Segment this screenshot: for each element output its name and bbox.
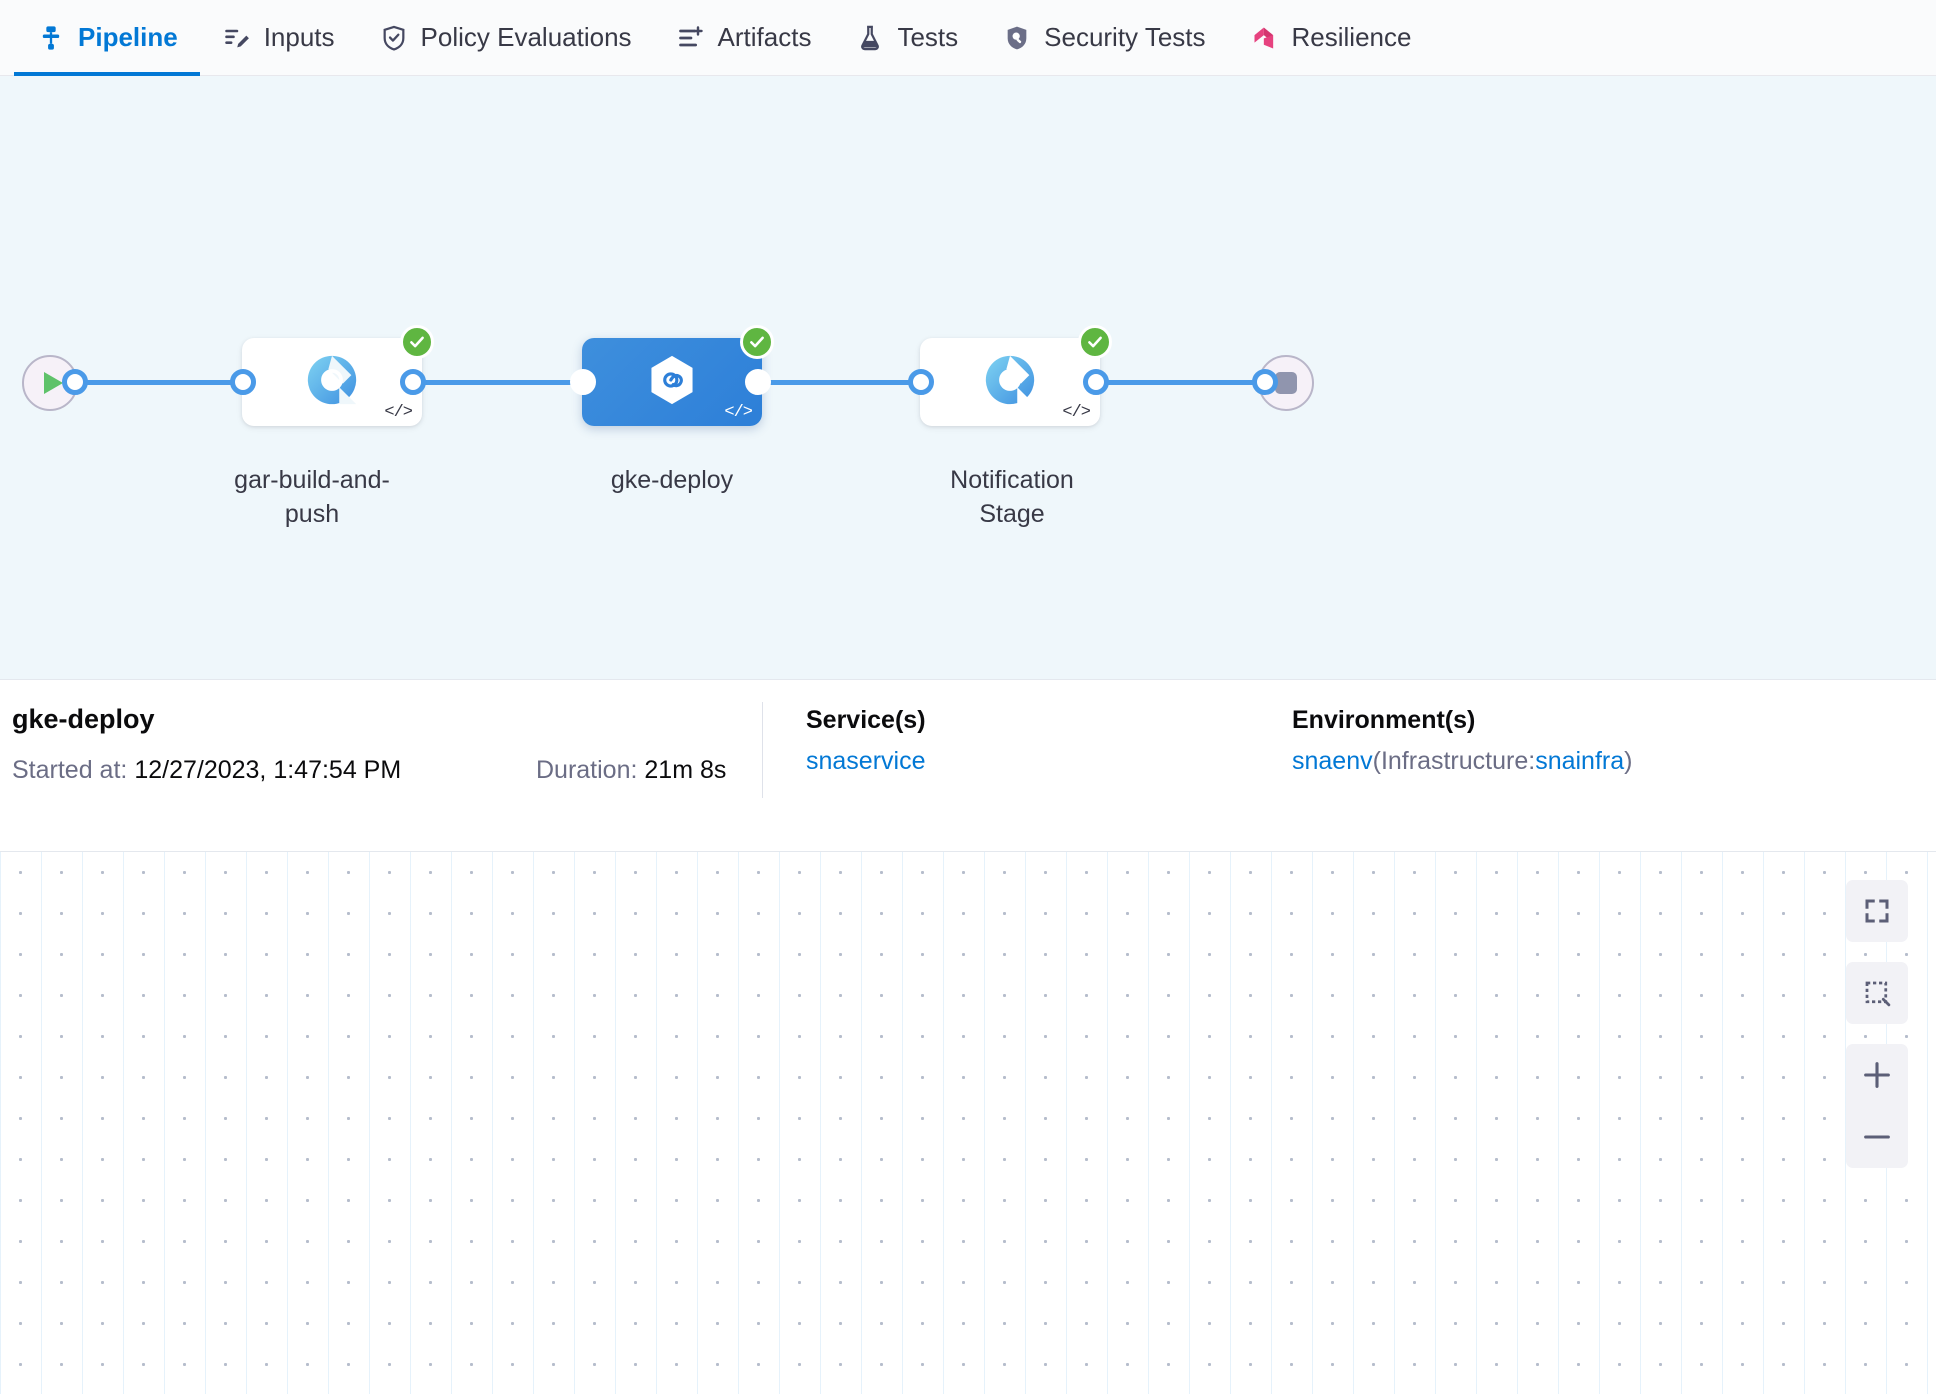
connector-start-to-stage1	[70, 380, 250, 385]
stage-port-in	[230, 369, 256, 395]
duration-value: 21m 8s	[644, 756, 727, 784]
started-at-value: 12/27/2023, 1:47:54 PM	[134, 756, 402, 784]
infrastructure-link-snainfra[interactable]: snainfra	[1535, 747, 1625, 775]
tab-label: Tests	[897, 22, 959, 52]
stage-node-gke-deploy[interactable]: </>	[582, 338, 762, 426]
inputs-icon	[222, 23, 252, 53]
tab-tests[interactable]: Tests	[833, 0, 980, 75]
ci-build-icon	[303, 351, 361, 414]
started-at-row: Started at: 12/27/2023, 1:47:54 PM	[12, 756, 401, 785]
tab-label: Artifacts	[717, 22, 812, 52]
tab-label: Resilience	[1291, 22, 1412, 52]
environments-heading: Environment(s)	[1292, 706, 1476, 734]
pipeline-stage-graph[interactable]: </> gar-build-and-push </> gke-deploy	[0, 76, 1936, 680]
services-heading: Service(s)	[806, 706, 926, 734]
tab-label: Policy Evaluations	[420, 22, 632, 52]
stage-label-gar-build-and-push: gar-build-and-push	[234, 466, 390, 528]
connector-stage1-to-stage2	[410, 380, 590, 385]
security-shield-icon	[1002, 23, 1032, 53]
stage-info-bar: gke-deploy Started at: 12/27/2023, 1:47:…	[0, 680, 1936, 852]
service-link-snaservice[interactable]: snaservice	[806, 747, 926, 775]
tab-policy-evaluations[interactable]: Policy Evaluations	[357, 0, 654, 75]
artifacts-icon	[676, 23, 706, 53]
status-badge	[400, 325, 434, 359]
stage-port-out	[400, 369, 426, 395]
started-at-label: Started at:	[12, 756, 128, 784]
stage-label-notification-stage: Notification Stage	[950, 466, 1074, 528]
fit-to-screen-button[interactable]	[1846, 880, 1908, 942]
stage-port-out	[1083, 369, 1109, 395]
ci-build-icon	[981, 351, 1039, 414]
stage-execution-graph[interactable]: </> Service </> Infrastructure Resource …	[0, 852, 1936, 1394]
environments-column: Environment(s) snaenv(Infrastructure:sna…	[1292, 706, 1632, 776]
stop-icon	[1275, 372, 1297, 394]
connector-stage3-to-end	[1095, 380, 1275, 385]
services-column: Service(s) snaservice	[806, 706, 926, 776]
resilience-icon	[1250, 23, 1280, 53]
stage-port-in	[908, 369, 934, 395]
zoom-in-button[interactable]	[1846, 1044, 1908, 1106]
status-badge	[1078, 325, 1112, 359]
tab-label: Inputs	[263, 22, 335, 52]
tab-label: Security Tests	[1044, 22, 1206, 52]
flask-icon	[855, 23, 885, 53]
pipeline-icon	[36, 23, 66, 53]
stage-port-out	[745, 369, 771, 395]
tab-artifacts[interactable]: Artifacts	[654, 0, 834, 75]
yaml-code-icon[interactable]: </>	[384, 403, 413, 422]
play-icon	[43, 372, 63, 394]
connector-stage2-to-stage3	[755, 380, 920, 385]
stage-title: gke-deploy	[12, 704, 155, 734]
zoom-out-button[interactable]	[1846, 1106, 1908, 1168]
infrastructure-prefix: (Infrastructure:	[1372, 747, 1536, 775]
stage-node-gar-build-and-push[interactable]: </>	[242, 338, 422, 426]
tab-security-tests[interactable]: Security Tests	[980, 0, 1227, 75]
policy-shield-icon	[379, 23, 409, 53]
duration-row: Duration: 21m 8s	[536, 756, 726, 785]
tab-label: Pipeline	[78, 22, 178, 52]
zoom-to-selection-button[interactable]	[1846, 962, 1908, 1024]
tab-inputs[interactable]: Inputs	[200, 0, 357, 75]
status-badge	[740, 325, 774, 359]
stage-label-gke-deploy: gke-deploy	[610, 466, 734, 494]
zoom-in-out-group	[1846, 1044, 1908, 1168]
end-node-port	[1252, 369, 1278, 395]
start-node-port	[62, 369, 88, 395]
infrastructure-suffix: )	[1624, 747, 1633, 775]
stage-node-notification-stage[interactable]: </>	[920, 338, 1100, 426]
pipeline-execution-tabbar: Pipeline Inputs Policy Evaluations Artif…	[0, 0, 1936, 76]
stage-port-in	[570, 369, 596, 395]
environment-link-snaenv[interactable]: snaenv	[1292, 747, 1373, 775]
duration-label: Duration:	[536, 756, 638, 784]
yaml-code-icon[interactable]: </>	[724, 403, 753, 422]
tab-pipeline[interactable]: Pipeline	[14, 0, 200, 76]
tab-resilience[interactable]: Resilience	[1228, 0, 1434, 75]
canvas-zoom-controls	[1846, 880, 1908, 1168]
yaml-code-icon[interactable]: </>	[1062, 403, 1091, 422]
info-divider	[762, 702, 763, 798]
cd-deploy-icon	[643, 351, 701, 414]
